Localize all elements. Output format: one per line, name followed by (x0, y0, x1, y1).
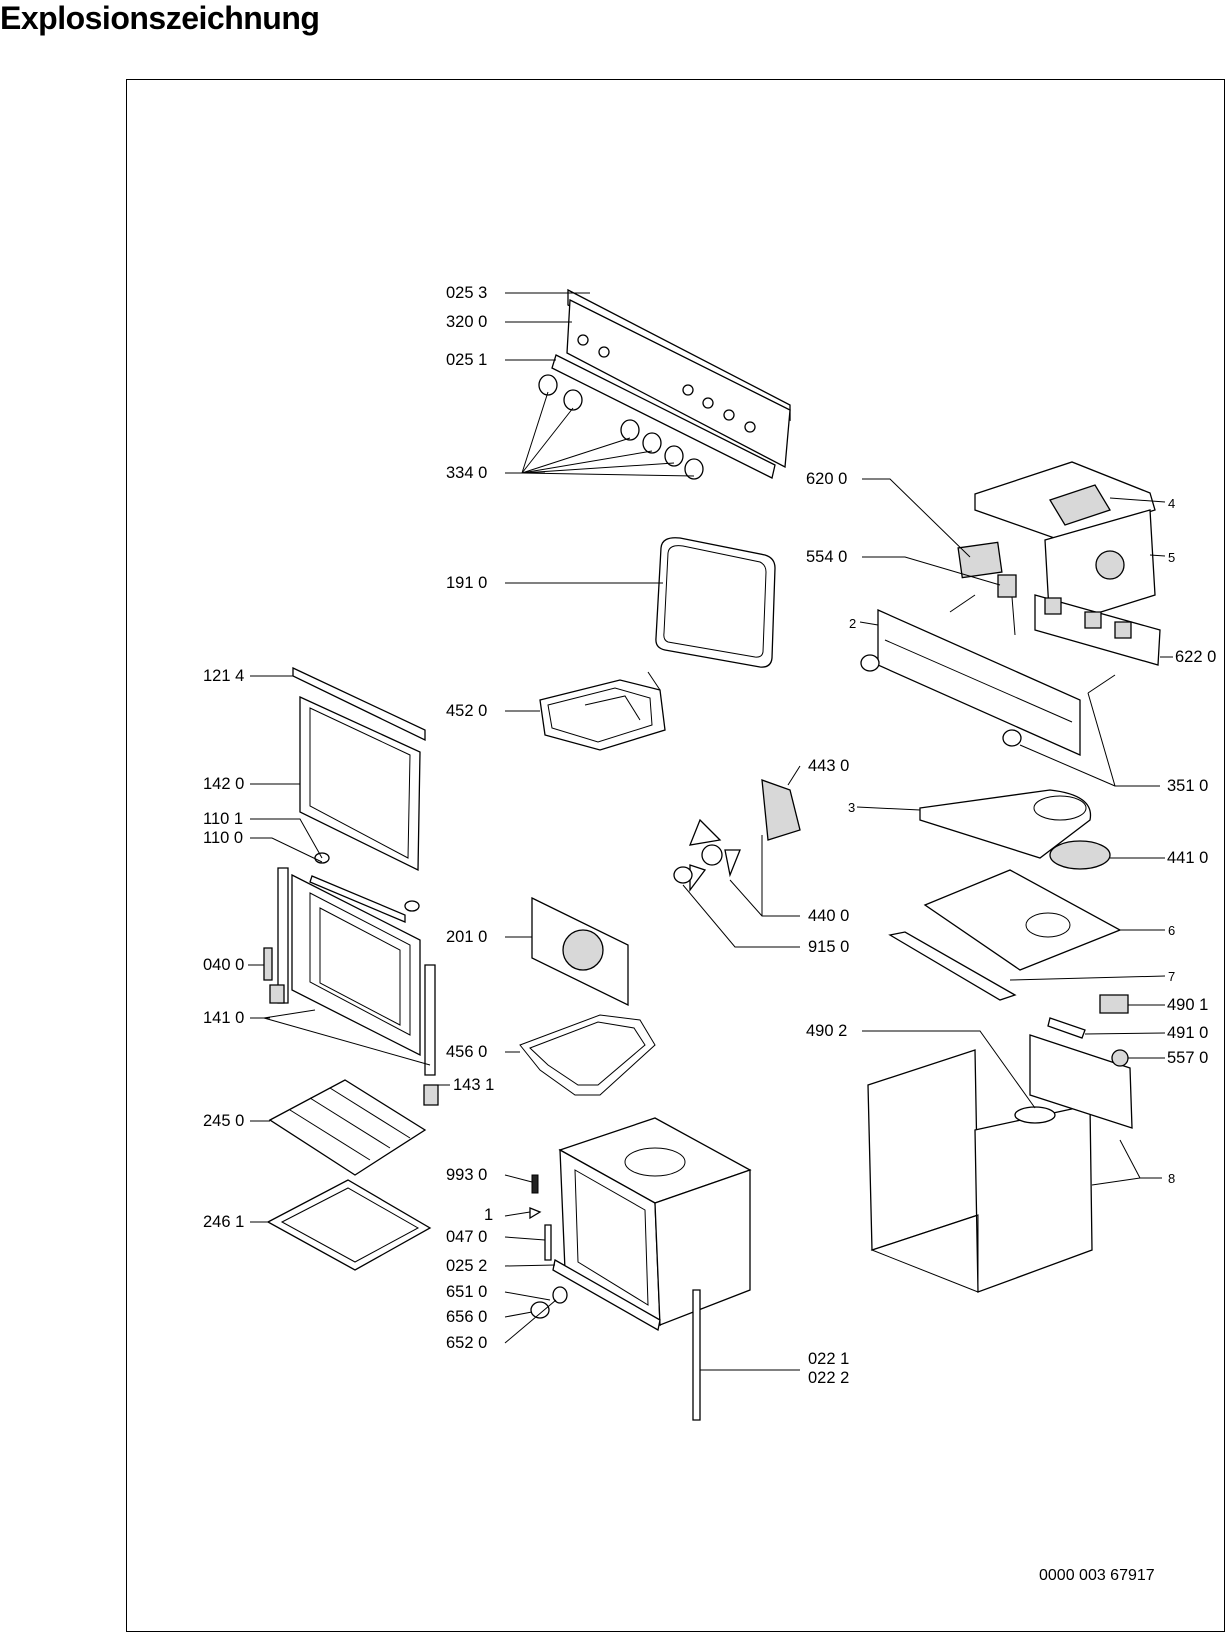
document-number: 0000 003 67917 (1039, 1567, 1155, 1584)
label-022-1: 022 1 (808, 1350, 850, 1368)
thermostat (950, 575, 1016, 635)
label-3: 3 (848, 800, 856, 815)
ring-heater-456 (505, 1015, 655, 1095)
label-141-0: 141 0 (203, 1009, 245, 1027)
oven-cavity (560, 1118, 750, 1325)
control-frame-2 (861, 610, 1115, 755)
label-121-4: 121 4 (203, 667, 245, 685)
label-490-2: 490 2 (806, 1022, 848, 1040)
label-993-0: 993 0 (446, 1166, 488, 1184)
label-443-0: 443 0 (808, 757, 850, 775)
label-2: 2 (849, 616, 857, 631)
oven-housing-8 (868, 1050, 1162, 1292)
label-047-0: 047 0 (446, 1228, 488, 1246)
rear-panel-490-491-557 (862, 995, 1165, 1128)
fan-motor-443 (762, 766, 800, 840)
label-025-3: 025 3 (446, 284, 488, 302)
fan-wheel-440 (674, 820, 800, 947)
label-351-0: 351 0 (1167, 777, 1209, 795)
door-hinge-parts-110 (250, 819, 419, 922)
label-554-0: 554 0 (806, 548, 848, 566)
label-652-0: 652 0 (446, 1334, 488, 1352)
control-knobs (539, 375, 703, 479)
inner-door-141 (248, 868, 450, 1105)
label-320-0: 320 0 (446, 313, 488, 331)
label-4: 4 (1168, 496, 1176, 511)
page-title: Explosionszeichnung (0, 0, 320, 36)
small-parts-cavity (505, 1175, 800, 1420)
label-491-0: 491 0 (1167, 1024, 1209, 1042)
label-441-0: 441 0 (1167, 849, 1209, 867)
selector-switch (958, 542, 1002, 577)
label-334-0: 334 0 (446, 464, 488, 482)
label-110-1: 110 1 (203, 810, 244, 828)
label-656-0: 656 0 (446, 1308, 488, 1326)
control-panel-front (552, 290, 790, 478)
leader-lines-right-top (860, 479, 1173, 786)
label-245-0: 245 0 (203, 1112, 245, 1130)
rear-housing-4-5 (975, 462, 1155, 628)
label-191-0: 191 0 (446, 574, 488, 592)
label-557-0: 557 0 (1167, 1049, 1209, 1067)
label-8: 8 (1168, 1171, 1176, 1186)
label-6: 6 (1168, 923, 1176, 938)
label-452-0: 452 0 (446, 702, 488, 720)
fan-motor-441 (1050, 841, 1165, 869)
label-1: 1 (484, 1206, 494, 1224)
wire-rack-245 (250, 1080, 425, 1175)
label-456-0: 456 0 (446, 1043, 488, 1061)
outer-door-glass-142 (250, 697, 420, 870)
label-201-0: 201 0 (446, 928, 488, 946)
label-620-0: 620 0 (806, 470, 848, 488)
label-142-0: 142 0 (203, 775, 245, 793)
label-651-0: 651 0 (446, 1283, 488, 1301)
top-heater (505, 672, 665, 750)
label-622-0: 622 0 (1175, 648, 1217, 666)
fan-cover-201 (505, 898, 628, 1005)
label-246-1: 246 1 (203, 1213, 245, 1231)
label-110-0: 110 0 (203, 829, 244, 847)
label-143-1: 143 1 (453, 1076, 495, 1094)
label-490-1: 490 1 (1167, 996, 1209, 1014)
label-440-0: 440 0 (808, 907, 850, 925)
switch-block-622 (1035, 595, 1160, 665)
label-7: 7 (1168, 969, 1176, 984)
bottom-panel-7 (890, 932, 1165, 1000)
label-040-0: 040 0 (203, 956, 245, 974)
baking-tray-246 (250, 1180, 430, 1270)
label-025-2: 025 2 (446, 1257, 488, 1275)
insulation-panel-6 (925, 870, 1165, 970)
door-seal (505, 538, 775, 667)
label-022-2: 022 2 (808, 1369, 850, 1387)
leader-lines-top (505, 293, 694, 476)
label-915-0: 915 0 (808, 938, 850, 956)
label-025-1: 025 1 (446, 351, 488, 369)
door-trim-121 (250, 668, 425, 740)
drawing-frame (126, 79, 1225, 1632)
label-5: 5 (1168, 550, 1176, 565)
fan-housing-3 (857, 790, 1091, 858)
